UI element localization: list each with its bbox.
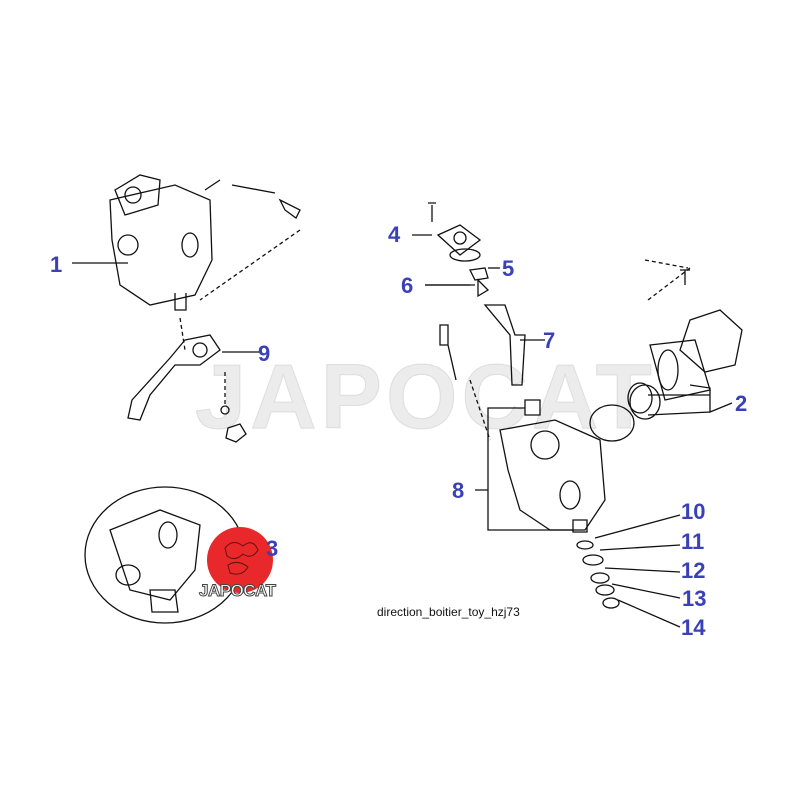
steering-gearbox-left xyxy=(109,174,301,351)
callout-14: 14 xyxy=(681,615,706,640)
callout-5: 5 xyxy=(502,256,515,281)
diagram-caption: direction_boitier_toy_hzj73 xyxy=(377,605,520,619)
callout-11: 11 xyxy=(681,529,705,554)
callout-8: 8 xyxy=(452,478,465,503)
callout-3: 3 xyxy=(266,536,279,561)
callout-9: 9 xyxy=(258,341,271,366)
pitman-arm xyxy=(127,334,247,443)
callout-12: 12 xyxy=(681,558,706,583)
callout-2: 2 xyxy=(735,391,748,416)
japocat-logo-disc xyxy=(207,527,273,593)
callout-6: 6 xyxy=(401,273,414,298)
japocat-logo-emblem xyxy=(224,542,259,575)
callout-7: 7 xyxy=(543,328,556,353)
callout-4: 4 xyxy=(388,222,401,247)
japocat-logo-text: JAPOCAT xyxy=(198,581,276,601)
watermark: JAPOCAT xyxy=(195,346,656,449)
callout-1: 1 xyxy=(50,252,63,277)
leader-lines xyxy=(72,234,733,628)
callout-10: 10 xyxy=(681,499,706,524)
callout-13: 13 xyxy=(682,586,707,611)
